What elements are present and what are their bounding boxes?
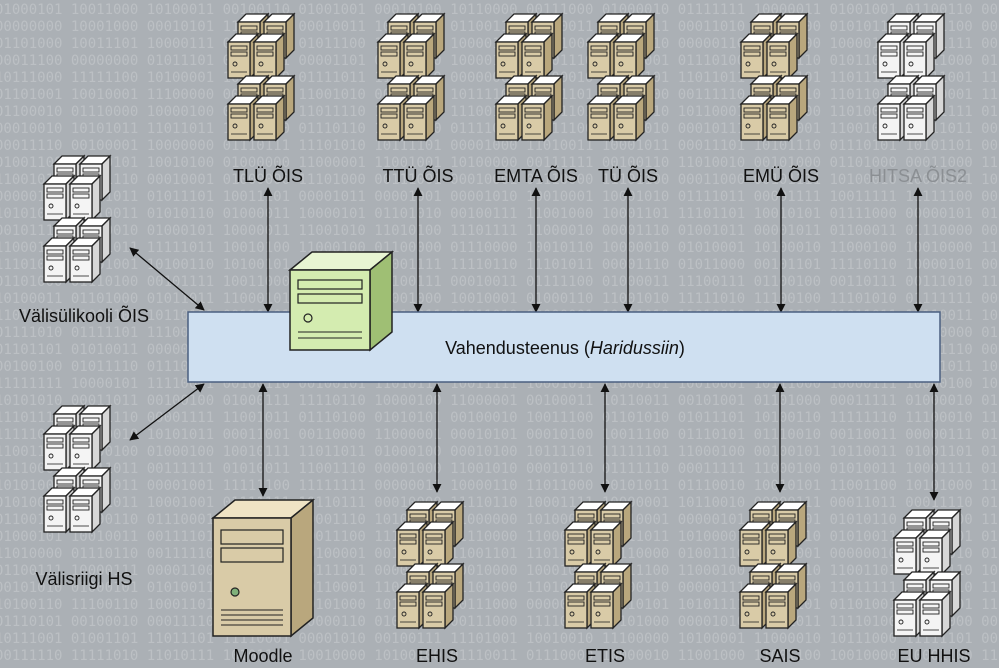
binary-row: 00101110 11100010 01000101 10000011 1100…	[0, 223, 999, 239]
server-cluster-icon	[563, 500, 633, 630]
connections	[129, 187, 939, 501]
binary-row: 10101010 00011011 00100100 01000111 1111…	[0, 393, 999, 409]
binary-row: 01001100 01100101 10010100 01000000 1100…	[0, 155, 999, 171]
binary-row: 01101000 01110100 00101111 10011000 1100…	[0, 274, 999, 290]
node-label-side: Välisülikooli ÕIS	[19, 305, 149, 326]
server-cluster-icon	[395, 500, 465, 630]
middleware-label: Vahendusteenus (Haridussiin)	[445, 338, 685, 358]
binary-row: 11000101 01011011 11111011 10010100 1100…	[0, 240, 999, 256]
binary-row: 11001010 10001110 00010001 01000000 1110…	[0, 172, 999, 188]
server-cluster-icon	[494, 12, 564, 142]
connector-side	[129, 247, 205, 311]
binary-row: 10101001 10110011 01010110 01000011 1000…	[0, 206, 999, 222]
binary-row: 00111110 11111010 11010111 10101110 1001…	[0, 648, 999, 664]
middleware-server-icon	[287, 250, 395, 352]
binary-row: 11001101 10100100 01000100 10010111 1101…	[0, 444, 999, 460]
node-label-bottom: EU HHIS	[897, 646, 970, 666]
node-label-bottom: EHIS	[416, 646, 458, 666]
node-label-top: HITSA ÕIS2	[869, 165, 967, 186]
server-nodes: TLÜ ÕIS TTÜ ÕIS EMTA ÕIS TÜ ÕIS EMÜ ÕIS HITSA…	[19, 12, 971, 666]
node-label-bottom: ETIS	[585, 646, 625, 666]
binary-row: 11101011 11001001 10100110 10100101 1011…	[0, 257, 999, 273]
node-label-top: EMTA ÕIS	[494, 165, 578, 186]
node-label-bottom: SAIS	[759, 646, 800, 666]
binary-row: 11110000 00011011 00111111 01010011 1100…	[0, 461, 999, 477]
node-label-top: TÜ ÕIS	[598, 165, 658, 186]
node-label-bottom: Moodle	[233, 646, 292, 666]
binary-row: 10100011 01101000 01011011 11000101 1101…	[0, 291, 999, 307]
server-cluster-icon	[876, 12, 946, 142]
tower-server-icon	[210, 498, 316, 638]
server-cluster-icon	[586, 12, 656, 142]
server-cluster-icon	[226, 12, 296, 142]
server-cluster-icon	[376, 12, 446, 142]
binary-row: 00000111 10011011 01011101 10011101 0000…	[0, 189, 999, 205]
server-cluster-icon	[739, 12, 809, 142]
server-cluster-icon	[738, 500, 808, 630]
server-cluster-icon	[42, 404, 112, 534]
binary-row: 11101110 01111110 00001111 11001011 0111…	[0, 410, 999, 426]
node-label-top: TTÜ ÕIS	[383, 165, 454, 186]
node-label-top: TLÜ ÕIS	[233, 165, 303, 186]
server-cluster-icon	[892, 508, 962, 638]
node-label-side: Välisriigi HS	[35, 569, 132, 589]
server-cluster-icon	[42, 154, 112, 284]
connector-side	[129, 383, 205, 441]
binary-row: 10101001 01111011 00001001 11111100 1111…	[0, 478, 999, 494]
node-label-top: EMÜ ÕIS	[743, 165, 819, 186]
binary-row: 00011110 00100001 10000000 01110111 1110…	[0, 138, 999, 154]
